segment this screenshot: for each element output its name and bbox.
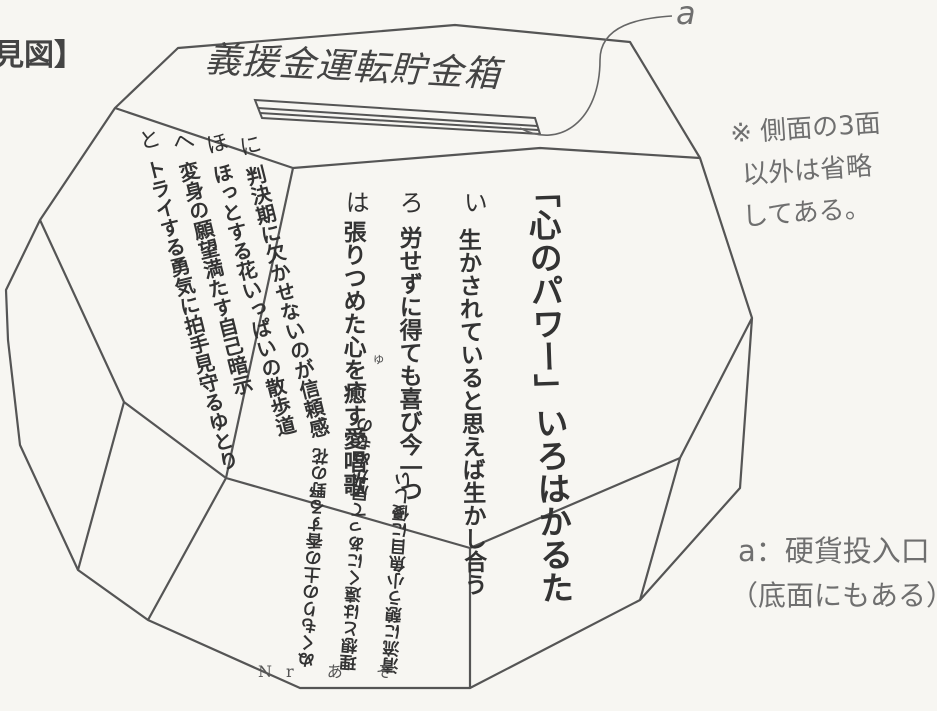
front-line-kana-2: ろ: [395, 190, 424, 214]
top-face-edge: [114, 106, 701, 170]
figure-label: 見図】: [0, 38, 84, 73]
coin-slot: [253, 98, 542, 136]
bottom-marks: Nr あ そ: [258, 662, 406, 681]
front-line-text-2: 労せずに得ても喜び今一つ: [395, 226, 423, 502]
front-line-kana-1: い: [459, 190, 488, 214]
front-line-text-3: 張りつめた心を癒す愛唱歌: [339, 220, 367, 496]
callout-line: [519, 15, 673, 136]
left-lower-edge: [76, 401, 126, 571]
outline: [4, 23, 754, 690]
front-line-kana-3: は: [341, 190, 370, 214]
front-ruby-small: ゅ: [372, 352, 386, 367]
bottom-right-edge: [638, 457, 682, 601]
bottom-face-edge: [147, 477, 227, 621]
bottom-line-text-3: ぬくもりの土の香する野の花: [297, 447, 334, 670]
legend-line-1: a：硬貨投入口: [738, 534, 930, 568]
front-line-text-1: 生かされていると思えば生かし合う: [453, 227, 488, 597]
callout-letter: a: [676, 0, 696, 32]
bottom-face-block: 清流に憩う小魚目に優しい 理想とは遠くにあって届かぬもの ぬくもりの土の香する野…: [251, 416, 416, 685]
legend-line-2: （底面にもある）: [730, 579, 937, 612]
